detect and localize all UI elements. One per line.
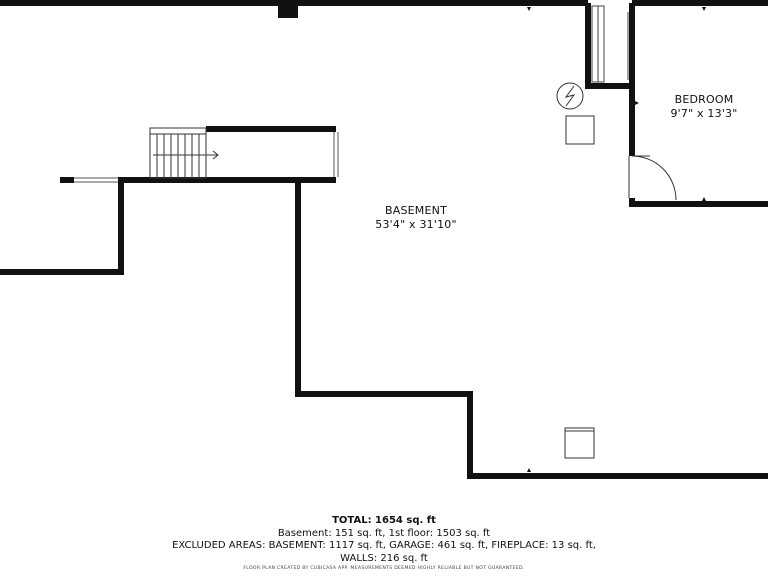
wall-closet (585, 3, 635, 89)
exterior-walls (0, 0, 768, 479)
fixture-box-upper (565, 115, 595, 145)
stairs-icon (149, 127, 219, 179)
marker (635, 101, 639, 105)
room-dimensions-bedroom: 9'7" x 13'3" (670, 107, 738, 120)
stair-arrow (212, 150, 219, 160)
openings (74, 132, 339, 183)
area-summary: TOTAL: 1654 sq. ft Basement: 151 sq. ft,… (0, 515, 768, 573)
panel-bolt (564, 85, 576, 107)
column (278, 0, 298, 18)
excluded-areas: EXCLUDED AREAS: BASEMENT: 1117 sq. ft, G… (172, 540, 596, 551)
closet-shelving (591, 5, 629, 83)
marker (702, 7, 706, 11)
door-swing-icon (628, 155, 677, 201)
marker (702, 197, 706, 201)
room-label-basement: BASEMENT 53'4" x 31'10" (356, 204, 476, 232)
marker (527, 7, 531, 11)
floor-areas: Basement: 151 sq. ft, 1st floor: 1503 sq… (277, 527, 491, 539)
marker (527, 468, 531, 472)
total-area: TOTAL: 1654 sq. ft (332, 515, 436, 526)
room-dimensions-basement: 53'4" x 31'10" (375, 218, 457, 231)
panel-circle (556, 82, 584, 110)
wall-markers (527, 7, 706, 472)
lightning-bolt-icon (556, 82, 584, 110)
walls-area: WALLS: 216 sq. ft (340, 552, 428, 564)
wall-left-lower (0, 177, 768, 479)
room-label-bedroom: BEDROOM 9'7" x 13'3" (645, 93, 763, 121)
door-arc (631, 155, 677, 201)
disclaimer: FLOOR PLAN CREATED BY CUBICASA APP. MEAS… (243, 566, 525, 571)
room-name-bedroom: BEDROOM (674, 93, 734, 106)
room-name-basement: BASEMENT (385, 204, 447, 217)
fixture-box-lower (564, 427, 595, 459)
wall-bedroom-lower (629, 198, 768, 207)
